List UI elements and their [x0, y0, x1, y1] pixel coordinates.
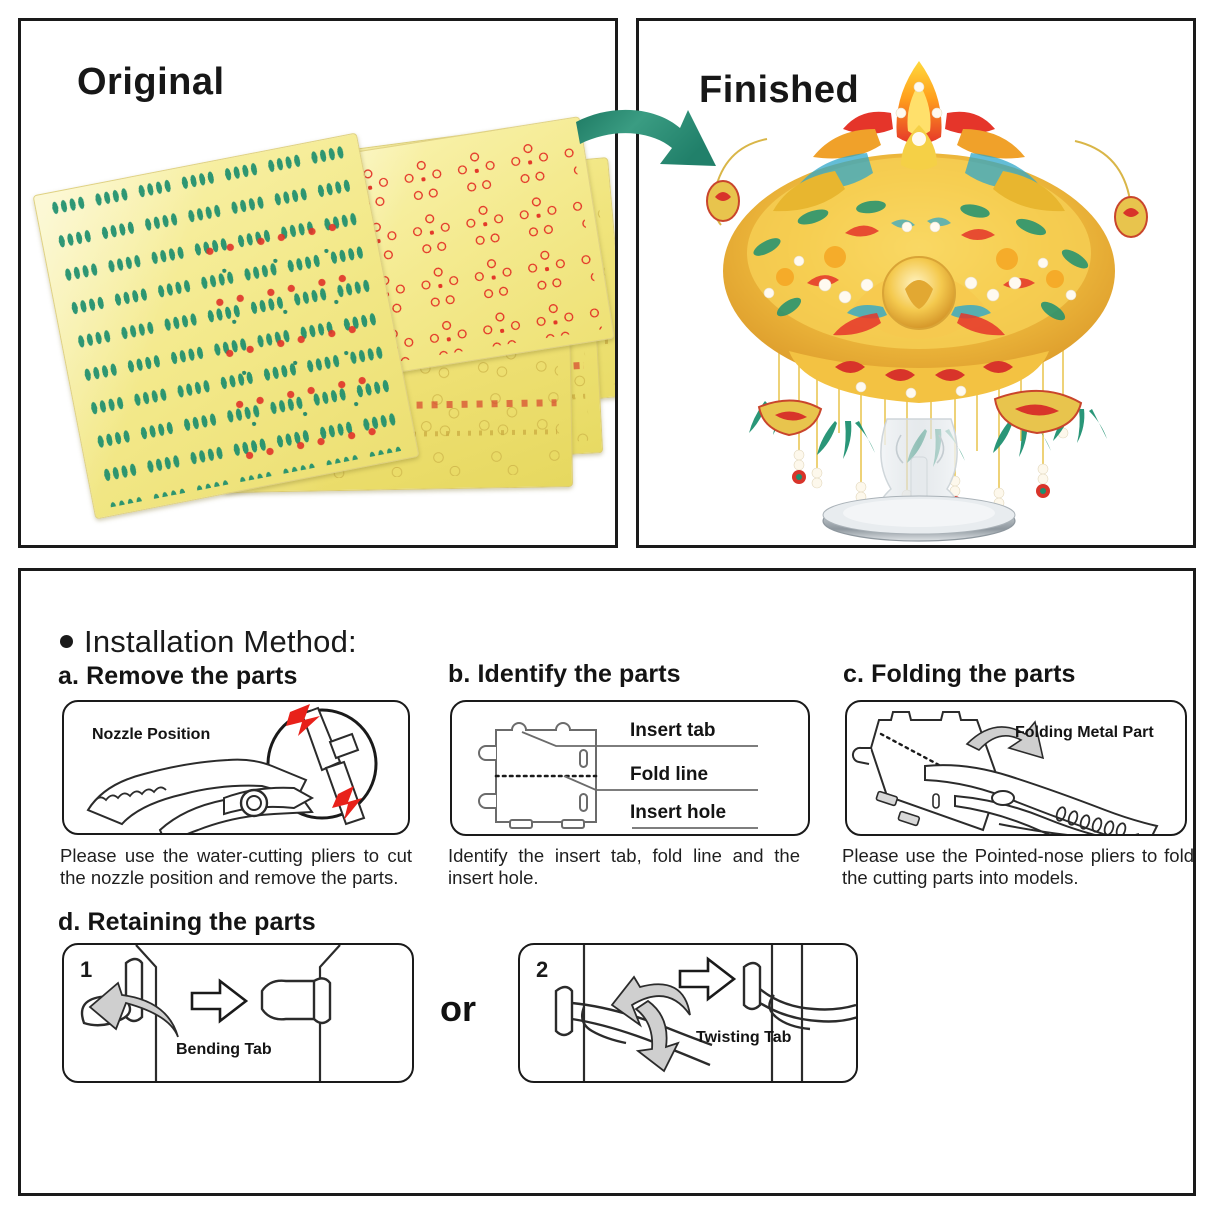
bullet-dot-icon	[60, 635, 73, 648]
diagram-identify-parts: Insert tab Fold line Insert hole	[450, 700, 810, 836]
option-1-number: 1	[80, 957, 93, 982]
finished-model-photo	[639, 21, 1193, 545]
panel-finished: Finished	[636, 18, 1196, 548]
folding-metal-part-label: Folding Metal Part	[1015, 724, 1154, 741]
step-a-title: a. Remove the parts	[58, 662, 298, 690]
panel-title-finished: Finished	[699, 69, 860, 111]
panel-instructions	[18, 568, 1196, 1196]
diagram-remove-parts: Nozzle Position	[62, 700, 410, 835]
fold-line-label: Fold line	[630, 764, 709, 785]
bending-tab-label: Bending Tab	[176, 1041, 272, 1058]
step-c-title: c. Folding the parts	[843, 660, 1076, 688]
or-separator: or	[440, 988, 476, 1029]
diagram-twisting-tab: 2 Twisting Tab	[518, 943, 858, 1083]
option-2-number: 2	[536, 957, 549, 982]
metal-sheet-front	[32, 132, 420, 520]
panel-original: Original	[18, 18, 618, 548]
step-d-title: d. Retaining the parts	[58, 908, 316, 936]
diagram-bending-tab: 1 Bending Tab	[62, 943, 414, 1083]
installation-method-heading: Installation Method:	[60, 624, 357, 660]
diagram-folding-parts: Folding Metal Part	[845, 700, 1187, 836]
caption-step-b: Identify the insert tab, fold line and t…	[448, 845, 800, 888]
twisting-tab-label: Twisting Tab	[696, 1029, 792, 1046]
insert-tab-label: Insert tab	[630, 720, 716, 741]
installation-method-label: Installation Method:	[84, 624, 357, 659]
panel-title-original: Original	[77, 61, 225, 103]
insert-hole-label: Insert hole	[630, 802, 727, 823]
caption-step-a: Please use the water-cutting pliers to c…	[60, 845, 412, 888]
step-b-title: b. Identify the parts	[448, 660, 681, 688]
nozzle-position-label: Nozzle Position	[92, 726, 211, 743]
caption-step-c: Please use the Pointed-nose pliers to fo…	[842, 845, 1194, 888]
